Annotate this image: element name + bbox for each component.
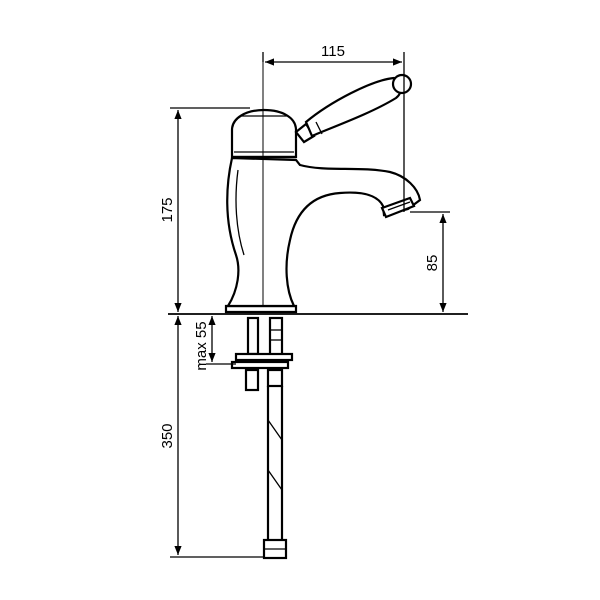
- mounting-assembly: [230, 316, 294, 392]
- supply-hose: [262, 386, 288, 560]
- dimension-hose-length: [170, 316, 264, 558]
- dimension-max-thickness-label: max 55: [193, 321, 210, 370]
- dimension-total-height: [170, 107, 250, 312]
- dimension-spout-height: [410, 211, 450, 312]
- lever-handle: [294, 73, 413, 144]
- dimension-total-height-label: 175: [159, 197, 176, 222]
- dimension-width-label: 115: [321, 43, 345, 60]
- dimension-max-thickness: [206, 316, 236, 365]
- faucet-body: [224, 108, 422, 314]
- dimension-hose-length-label: 350: [159, 423, 176, 448]
- dimension-width: [262, 52, 405, 212]
- dimension-spout-height-label: 85: [424, 255, 441, 272]
